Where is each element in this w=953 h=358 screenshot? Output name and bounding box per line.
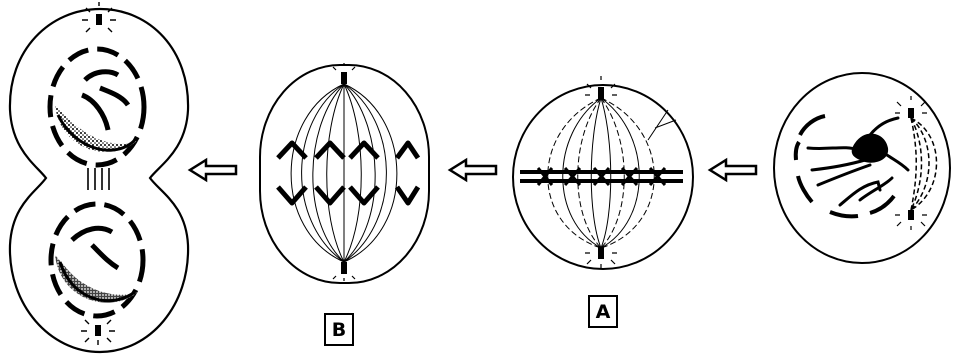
chromosome-top-2 <box>80 92 111 131</box>
centrosome-prophase-top <box>895 96 927 118</box>
arrow-3 <box>707 157 758 183</box>
chromatin-shading-bottom <box>55 255 138 303</box>
chromosome-top-3 <box>99 85 131 107</box>
cell-metaphase <box>512 76 694 270</box>
cell-membrane-prophase <box>773 72 951 264</box>
chromosome-bottom-1 <box>70 225 114 242</box>
centrosome-bottom <box>81 319 115 345</box>
chromosome-top-1 <box>83 69 120 82</box>
centrosome-b-top <box>332 63 356 84</box>
centrosome-a-top <box>585 76 617 99</box>
label-b-text: B <box>331 318 347 341</box>
arrow-2 <box>447 157 498 183</box>
metaphase-plate <box>520 167 683 186</box>
cell-membrane-a <box>512 84 694 270</box>
chromatids-lower <box>276 185 421 206</box>
chromosomes-prophase <box>806 116 910 207</box>
arrow-1 <box>187 157 238 183</box>
chromosome-bottom-2 <box>90 243 120 271</box>
centrosome-prophase-bottom <box>895 210 927 230</box>
chromatin-shading-top <box>55 105 138 153</box>
midbody-lines <box>87 168 110 190</box>
label-a: A <box>588 295 618 328</box>
chromatids-upper <box>276 140 421 160</box>
spindle-fibers-b <box>290 83 398 263</box>
centrosome-top <box>82 2 116 33</box>
cell-membrane-pinched <box>8 7 190 354</box>
centrosome-b-bottom <box>332 262 356 281</box>
cell-telophase <box>8 2 190 354</box>
cell-prophase <box>773 72 951 264</box>
centrosome-a-bottom <box>585 247 617 268</box>
nucleus-envelope-bottom <box>48 201 146 319</box>
nuclear-envelope-fragments <box>793 114 896 219</box>
spindle-fibers-a <box>547 97 677 249</box>
cell-anaphase <box>259 63 430 284</box>
nucleolus <box>851 133 889 163</box>
label-a-text: A <box>595 300 611 323</box>
aster-fibers <box>910 117 938 211</box>
nucleus-envelope-top <box>47 46 147 168</box>
label-b: B <box>324 313 354 346</box>
